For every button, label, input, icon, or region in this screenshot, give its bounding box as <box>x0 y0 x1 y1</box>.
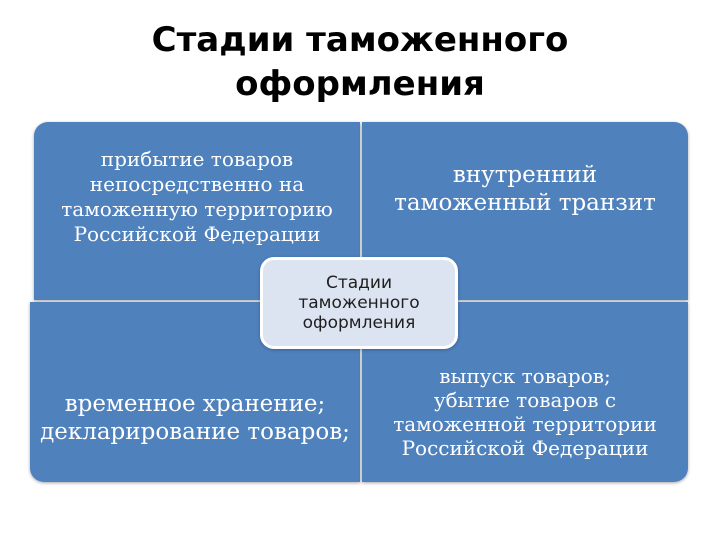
stage-storage-declaration-text: временное хранение; декларирование товар… <box>40 390 350 446</box>
center-node: Стадии таможенного оформления <box>260 257 458 349</box>
center-node-text: Стадии таможенного оформления <box>298 273 419 333</box>
stage-release-exit-line-3: таможенной территории <box>393 412 657 436</box>
slide-title-line-1: Стадии таможенного <box>151 20 569 60</box>
stage-arrival-line-1: прибытие товаров <box>100 147 294 171</box>
center-node-line-3: оформления <box>302 313 416 333</box>
stage-release-exit-line-1: выпуск товаров; <box>439 364 611 388</box>
stage-release-exit-text: выпуск товаров; убытие товаров с таможен… <box>393 364 657 460</box>
center-node-line-1: Стадии <box>325 273 393 293</box>
center-node-line-2: таможенного <box>298 293 420 313</box>
stage-internal-transit-text: внутренний таможенный транзит <box>394 161 656 217</box>
stage-storage-declaration-line-1: временное хранение; <box>64 391 326 417</box>
stage-arrival-line-3: таможенную территорию <box>61 197 333 221</box>
slide-title: Стадии таможенного оформления <box>0 18 720 106</box>
stage-release-exit-line-2: убытие товаров с <box>433 388 617 412</box>
stage-arrival-text: прибытие товаров непосредственно на тамо… <box>61 147 333 247</box>
stage-release-exit-line-4: Российской Федерации <box>401 436 649 460</box>
stage-internal-transit-line-1: внутренний <box>452 162 598 188</box>
stage-storage-declaration-line-2: декларирование товаров; <box>40 419 350 445</box>
stage-internal-transit-line-2: таможенный транзит <box>394 190 656 216</box>
stage-arrival-line-2: непосредственно на <box>89 172 305 196</box>
stage-arrival-line-4: Российской Федерации <box>73 222 321 246</box>
slide-title-line-2: оформления <box>235 64 485 104</box>
